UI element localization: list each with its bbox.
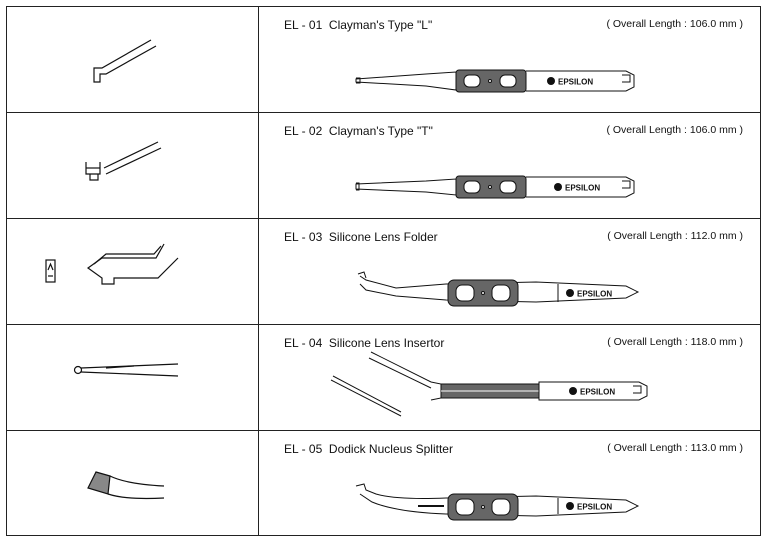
brand-label: EPSILON [577, 503, 612, 512]
product-title: EL - 03 Silicone Lens Folder [284, 230, 438, 244]
product-code: EL - 04 [284, 336, 323, 350]
instrument-drawing: EPSILON [355, 483, 640, 521]
overall-length: ( Overall Length : 112.0 mm ) [607, 230, 743, 242]
row-divider [6, 218, 761, 219]
product-code: EL - 02 [284, 124, 323, 138]
row-divider [6, 324, 761, 325]
row-divider [6, 112, 761, 113]
product-title: EL - 05 Dodick Nucleus Splitter [284, 442, 453, 456]
product-name: Clayman's Type "T" [328, 124, 433, 138]
product-row: EL - 05 Dodick Nucleus Splitter ( Overal… [6, 430, 761, 536]
row-divider [6, 430, 761, 431]
overall-length: ( Overall Length : 106.0 mm ) [606, 18, 743, 30]
brand-mark: EPSILON [566, 502, 612, 512]
tip-detail-folder [45, 243, 179, 285]
tip-detail-l-shape [93, 39, 157, 83]
product-row: EL - 03 Silicone Lens Folder ( Overall L… [6, 218, 761, 324]
product-code: EL - 05 [284, 442, 323, 456]
overall-length: ( Overall Length : 118.0 mm ) [607, 336, 743, 348]
overall-length: ( Overall Length : 106.0 mm ) [606, 124, 743, 136]
tip-detail-t-shape [85, 141, 162, 181]
brand-label: EPSILON [577, 290, 612, 299]
brand-label: EPSILON [565, 184, 600, 193]
brand-mark: EPSILON [566, 289, 612, 299]
brand-mark: EPSILON [554, 183, 600, 193]
column-divider [258, 6, 259, 536]
brand-mark: EPSILON [547, 77, 593, 87]
product-name: Silicone Lens Insertor [328, 336, 445, 350]
brand-mark: EPSILON [569, 387, 615, 397]
catalog-frame [6, 6, 761, 536]
instrument-drawing: EPSILON [355, 175, 635, 199]
brand-label: EPSILON [558, 78, 593, 87]
overall-length: ( Overall Length : 113.0 mm ) [607, 442, 743, 454]
product-code: EL - 03 [284, 230, 323, 244]
product-row: EL - 02 Clayman's Type "T" ( Overall Len… [6, 112, 761, 218]
instrument-drawing: EPSILON [355, 69, 635, 93]
product-name: Dodick Nucleus Splitter [328, 442, 453, 456]
product-title: EL - 01 Clayman's Type "L" [284, 18, 432, 32]
product-name: Clayman's Type "L" [328, 18, 433, 32]
product-title: EL - 02 Clayman's Type "T" [284, 124, 433, 138]
brand-label: EPSILON [580, 388, 615, 397]
product-row: EL - 01 Clayman's Type "L" ( Overall Len… [6, 6, 761, 112]
product-row: EL - 04 Silicone Lens Insertor ( Overall… [6, 324, 761, 430]
instrument-drawing: EPSILON [357, 271, 640, 307]
product-name: Silicone Lens Folder [328, 230, 438, 244]
product-code: EL - 01 [284, 18, 323, 32]
instrument-drawing: EPSILON [330, 351, 648, 417]
product-title: EL - 04 Silicone Lens Insertor [284, 336, 444, 350]
tip-detail-insertor [73, 363, 179, 377]
tip-detail-splitter [87, 471, 165, 500]
